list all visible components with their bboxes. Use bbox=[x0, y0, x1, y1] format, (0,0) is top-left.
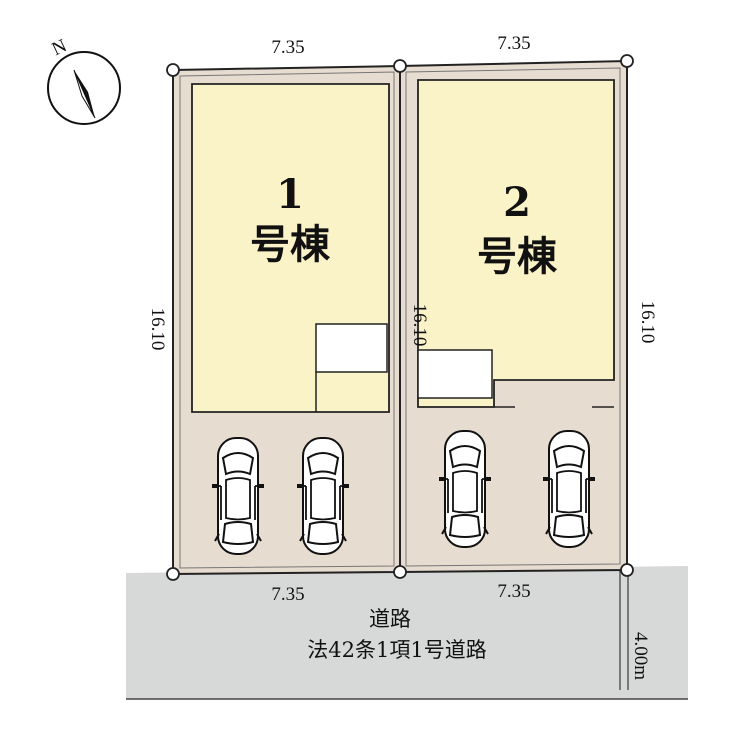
lot-2-entrance bbox=[417, 349, 493, 399]
lot-2-depth-left: 16.10 bbox=[409, 304, 430, 347]
lot-2-depth-right: 16.10 bbox=[637, 301, 658, 344]
car-icon bbox=[211, 437, 265, 555]
lot-1-number: 1 bbox=[276, 171, 304, 218]
lot-2-boundary-inner bbox=[405, 67, 621, 567]
boundary-markers bbox=[166, 54, 634, 581]
lot-1-boundary-inner bbox=[179, 71, 395, 569]
lot-2-frontage-top: 7.35 bbox=[497, 33, 530, 54]
lot-2-building bbox=[417, 79, 615, 408]
lot-2-number: 2 bbox=[503, 179, 531, 226]
lot-1-depth: 16.10 bbox=[147, 308, 168, 351]
lot-1: 1 号棟 bbox=[172, 64, 401, 576]
road-label: 道路 bbox=[369, 607, 411, 631]
lot-2-frontage-bottom: 7.35 bbox=[497, 581, 530, 602]
lot-1-entrance bbox=[315, 323, 388, 373]
lot-1-frontage-bottom: 7.35 bbox=[271, 584, 304, 605]
compass: N bbox=[47, 35, 121, 125]
car-icon bbox=[438, 430, 492, 548]
road-type-label: 法42条1項1号道路 bbox=[307, 638, 486, 662]
road: 道路 法42条1項1号道路 4.00m bbox=[126, 565, 688, 700]
lot-1-name: 号棟 bbox=[250, 221, 331, 268]
car-icon bbox=[542, 430, 596, 548]
lot-2-name: 号棟 bbox=[477, 233, 558, 280]
road-width-label: 4.00m bbox=[630, 632, 651, 680]
road-surface bbox=[126, 566, 688, 699]
lot-2: 2 号棟 bbox=[399, 59, 628, 574]
car-icon bbox=[296, 437, 350, 555]
north-arrow-icon bbox=[73, 69, 96, 119]
lot-1-frontage-top: 7.35 bbox=[271, 37, 304, 58]
